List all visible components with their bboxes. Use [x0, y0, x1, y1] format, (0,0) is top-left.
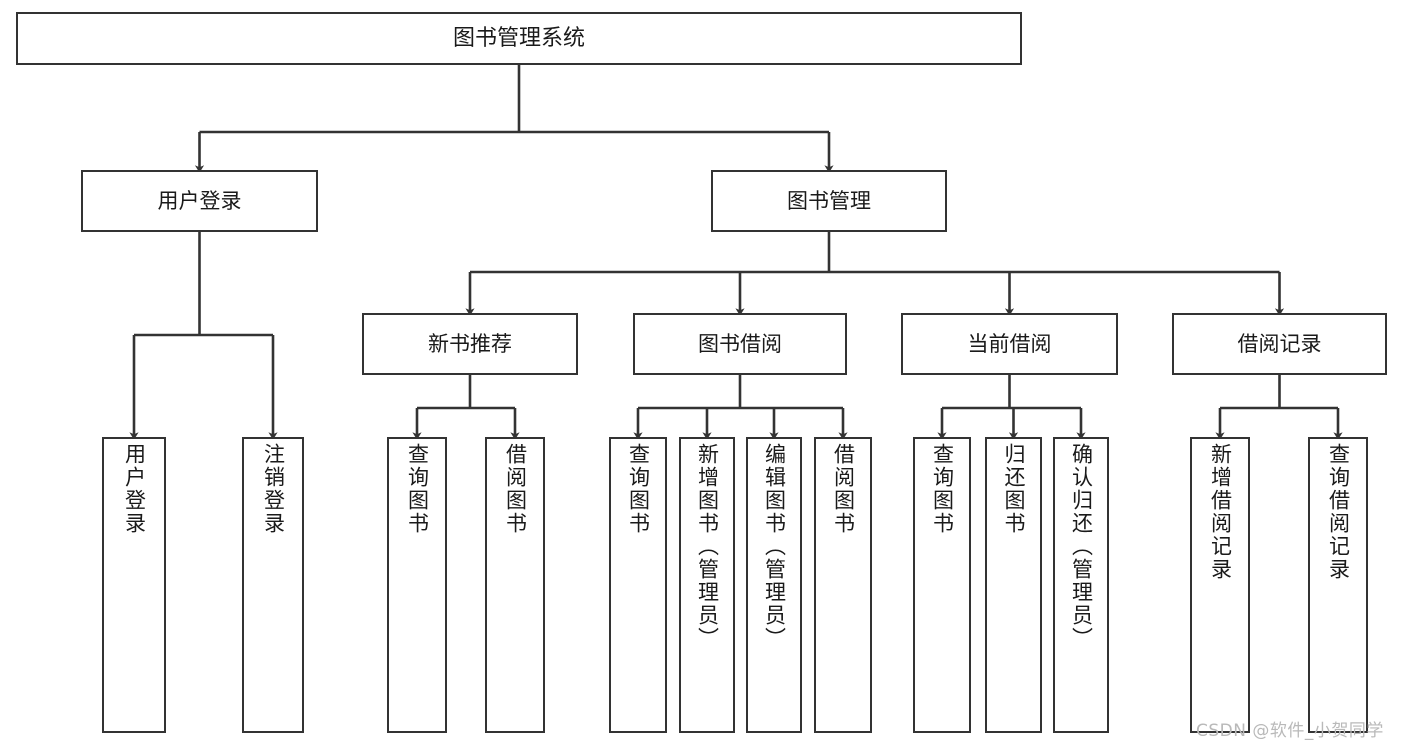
node-label: 用户登录 — [157, 188, 242, 213]
node-label: 借阅图书 — [503, 443, 528, 535]
node-leaf-logout[interactable]: 注销登录 — [242, 437, 304, 733]
node-leaf-query-book-1[interactable]: 查询图书 — [387, 437, 447, 733]
node-leaf-add-book[interactable]: 新增图书（管理员） — [679, 437, 735, 733]
node-book-manage[interactable]: 图书管理 — [711, 170, 947, 232]
node-label: 新增借阅记录 — [1208, 443, 1233, 581]
node-label: 图书借阅 — [698, 331, 782, 356]
node-leaf-query-book-2[interactable]: 查询图书 — [609, 437, 667, 733]
node-root[interactable]: 图书管理系统 — [16, 12, 1022, 65]
node-label: 编辑图书（管理员） — [762, 443, 787, 650]
watermark-label: CSDN @软件_小贺同学 — [1196, 721, 1384, 741]
node-label: 新增图书（管理员） — [695, 443, 720, 650]
node-label: 新书推荐 — [428, 331, 512, 356]
node-label: 图书管理 — [787, 188, 871, 213]
node-label: 注销登录 — [261, 443, 286, 535]
node-label: 图书管理系统 — [452, 25, 585, 51]
node-label: 查询借阅记录 — [1326, 443, 1351, 581]
node-label: 查询图书 — [930, 443, 955, 535]
node-leaf-return-book[interactable]: 归还图书 — [985, 437, 1042, 733]
node-label: 查询图书 — [626, 443, 651, 535]
node-leaf-query-record[interactable]: 查询借阅记录 — [1308, 437, 1368, 733]
node-current-borrow[interactable]: 当前借阅 — [901, 313, 1118, 375]
node-leaf-add-record[interactable]: 新增借阅记录 — [1190, 437, 1250, 733]
node-label: 用户登录 — [122, 443, 147, 535]
node-leaf-query-book-3[interactable]: 查询图书 — [913, 437, 971, 733]
node-leaf-borrow-book-2[interactable]: 借阅图书 — [814, 437, 872, 733]
node-borrow-record[interactable]: 借阅记录 — [1172, 313, 1387, 375]
node-leaf-user-login[interactable]: 用户登录 — [102, 437, 166, 733]
connector-lines — [129, 65, 1343, 440]
node-label: 归还图书 — [1002, 443, 1026, 535]
node-leaf-borrow-book-1[interactable]: 借阅图书 — [485, 437, 545, 733]
node-leaf-confirm-return[interactable]: 确认归还（管理员） — [1053, 437, 1109, 733]
node-user-login[interactable]: 用户登录 — [81, 170, 318, 232]
node-leaf-edit-book[interactable]: 编辑图书（管理员） — [746, 437, 802, 733]
node-book-borrow[interactable]: 图书借阅 — [633, 313, 847, 375]
node-label: 查询图书 — [405, 443, 430, 535]
node-label: 借阅记录 — [1237, 331, 1322, 356]
node-new-book-recommend[interactable]: 新书推荐 — [362, 313, 578, 375]
node-label: 确认归还（管理员） — [1069, 443, 1094, 650]
node-label: 当前借阅 — [967, 331, 1052, 356]
node-label: 借阅图书 — [831, 443, 856, 535]
